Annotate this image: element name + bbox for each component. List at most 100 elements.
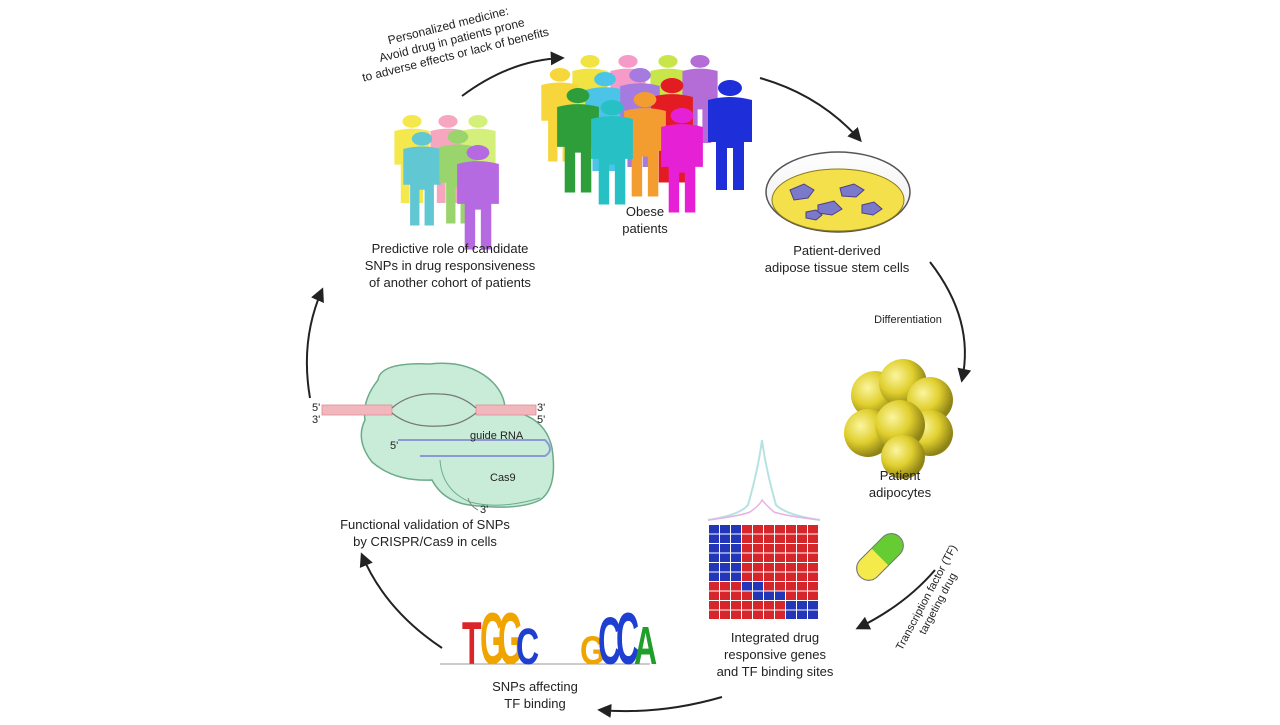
heatmap-cell	[764, 563, 774, 572]
heatmap-cell	[731, 525, 741, 534]
heatmap-cell	[775, 582, 785, 591]
adipocytes-line-2: adipocytes	[868, 485, 932, 500]
integrated-line-3: and TF binding sites	[716, 664, 834, 679]
heatmap-cell	[742, 582, 752, 591]
predictive-line-3: of another cohort of patients	[369, 275, 531, 290]
heatmap-cell	[808, 525, 818, 534]
adipocytes-line-1: Patient	[879, 468, 921, 483]
heatmap-cell	[709, 525, 719, 534]
crispr-5prime-left: 5'	[312, 402, 321, 414]
crispr-line-1: Functional validation of SNPs	[340, 517, 510, 532]
integrated-line-1: Integrated drug	[730, 630, 820, 645]
heatmap-cell	[797, 582, 807, 591]
crispr-3prime-left: 3'	[312, 414, 321, 426]
heatmap-cell	[764, 544, 774, 553]
heatmap-cell	[753, 572, 763, 581]
heatmap-cell	[786, 591, 796, 600]
heatmap-cell	[709, 563, 719, 572]
arrow-to-snps	[597, 696, 723, 718]
heatmap-cell	[720, 572, 730, 581]
heatmap-cell	[786, 601, 796, 610]
heatmap-cell	[720, 591, 730, 600]
left-logo-letter: G	[498, 598, 523, 680]
cohort-patients-illustration	[394, 115, 499, 250]
cycle-arrows	[305, 51, 972, 718]
heatmap-cell	[775, 525, 785, 534]
left-logo-letter: G	[480, 598, 505, 680]
heatmap-cell	[775, 534, 785, 543]
heatmap-cell	[786, 610, 796, 619]
heatmap-cell	[709, 582, 719, 591]
heatmap-cell	[797, 544, 807, 553]
dna-left	[321, 404, 393, 416]
cohort-person-5	[457, 145, 499, 250]
cas9-label: Cas9	[490, 472, 516, 484]
heatmap-cell	[742, 525, 752, 534]
predictive-label: Predictive role of candidate SNPs in dru…	[335, 240, 565, 291]
heatmap-cell	[731, 591, 741, 600]
heatmap-cell	[797, 534, 807, 543]
heatmap-cell	[775, 610, 785, 619]
crispr-label: Functional validation of SNPs by CRISPR/…	[325, 516, 525, 550]
heatmap-cell	[709, 601, 719, 610]
heatmap-cell	[775, 563, 785, 572]
stem-cells-line-2: adipose tissue stem cells	[764, 260, 910, 275]
obese-line-2: patients	[622, 221, 668, 236]
heatmap-cell	[709, 572, 719, 581]
right-logo-letter: A	[634, 617, 657, 676]
heatmap-cell	[808, 553, 818, 562]
heatmap-cell	[797, 610, 807, 619]
heatmap-cell	[808, 601, 818, 610]
arrow-to-adipocytes	[929, 261, 972, 383]
heatmap-cell	[753, 534, 763, 543]
heatmap-cell	[808, 563, 818, 572]
guide-rna-label: guide RNA	[470, 430, 524, 442]
heatmap-cell	[742, 572, 752, 581]
heatmap-cell	[775, 544, 785, 553]
heatmap-cell	[753, 553, 763, 562]
heatmap-cell	[731, 610, 741, 619]
stem-cells-line-1: Patient-derived	[793, 243, 881, 258]
heatmap-cell	[720, 582, 730, 591]
dna-right	[475, 404, 537, 416]
heatmap-cell	[731, 544, 741, 553]
cas9-protein	[360, 362, 555, 508]
obese-patients-label: Obese patients	[610, 203, 680, 237]
heatmap-cell	[753, 601, 763, 610]
stem-cells-label: Patient-derived adipose tissue stem cell…	[742, 242, 932, 276]
heatmap-cell	[731, 572, 741, 581]
heatmap-cell	[731, 534, 741, 543]
heatmap-cell	[786, 534, 796, 543]
heatmap-cell	[742, 553, 752, 562]
crispr-5prime-guide: 5'	[390, 440, 399, 452]
left-logo-letter: T	[462, 610, 482, 677]
petri-dish-icon	[765, 151, 911, 233]
heatmap-cell	[753, 582, 763, 591]
crispr-line-2: by CRISPR/Cas9 in cells	[353, 534, 497, 549]
heatmap-cell	[720, 610, 730, 619]
heatmap-cell	[808, 572, 818, 581]
snps-tf-line-2: TF binding	[504, 696, 566, 711]
heatmap-cell	[709, 534, 719, 543]
heatmap-cell	[709, 553, 719, 562]
heatmap-cell	[808, 544, 818, 553]
snps-tf-line-1: SNPs affecting	[492, 679, 578, 694]
heatmap-cell	[797, 525, 807, 534]
crispr-3prime-right: 3'	[537, 402, 546, 414]
heatmap-cell	[786, 563, 796, 572]
obese-person-9	[624, 92, 666, 197]
heatmap-cell	[720, 563, 730, 572]
heatmap-cell	[709, 591, 719, 600]
obese-line-1: Obese	[625, 204, 665, 219]
heatmap-cell	[709, 610, 719, 619]
heatmap-cell	[742, 610, 752, 619]
heatmap-cell	[775, 591, 785, 600]
heatmap-cell	[775, 572, 785, 581]
integrated-line-2: responsive genes	[724, 647, 826, 662]
heatmap-cell	[797, 563, 807, 572]
heatmap-cell	[742, 544, 752, 553]
heatmap-cell	[709, 544, 719, 553]
heatmap-cell	[797, 601, 807, 610]
